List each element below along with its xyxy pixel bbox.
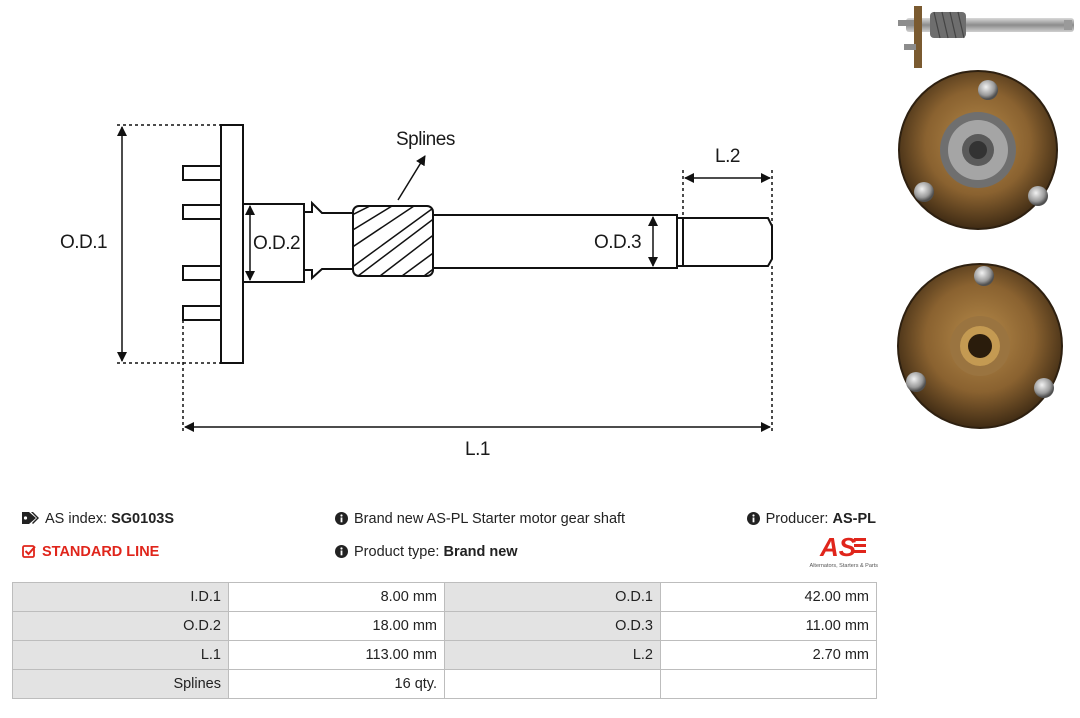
table-row: Splines 16 qty. [12, 669, 877, 699]
spec-value: 113.00 mm [228, 640, 445, 670]
tags-icon [22, 512, 39, 524]
product-description: Brand new AS-PL Starter motor gear shaft [335, 511, 625, 527]
label-splines: Splines [396, 129, 455, 150]
spec-key: O.D.1 [444, 582, 661, 612]
product-type-label: Product type: [354, 544, 440, 560]
spec-value: 18.00 mm [228, 611, 445, 641]
spec-value: 2.70 mm [660, 640, 877, 670]
standard-line-label: STANDARD LINE [42, 544, 160, 560]
spec-value: 11.00 mm [660, 611, 877, 641]
flange-back-photo [897, 263, 1063, 429]
spec-value [660, 669, 877, 699]
description-text: Brand new AS-PL Starter motor gear shaft [354, 511, 626, 527]
as-index-label: AS index: [45, 511, 108, 527]
spec-key: I.D.1 [12, 582, 229, 612]
specs-table: I.D.1 8.00 mm O.D.1 42.00 mm O.D.2 18.00… [12, 582, 877, 699]
as-index: AS index: SG0103S [22, 511, 174, 527]
spec-key: O.D.2 [12, 611, 229, 641]
product-photos [897, 6, 1074, 429]
spec-key: Splines [12, 669, 229, 699]
spec-key: O.D.3 [444, 611, 661, 641]
spec-key [444, 669, 661, 699]
info-circle-icon [746, 512, 760, 525]
shaft-side-photo [898, 6, 1074, 68]
producer-value: AS-PL [832, 511, 877, 527]
producer: Producer: AS-PL [746, 511, 877, 527]
table-row: L.1 113.00 mm L.2 2.70 mm [12, 640, 877, 670]
info-circle-icon [335, 512, 348, 525]
product-type-value: Brand new [443, 544, 518, 560]
table-row: O.D.2 18.00 mm O.D.3 11.00 mm [12, 611, 877, 641]
table-row: I.D.1 8.00 mm O.D.1 42.00 mm [12, 582, 877, 612]
producer-label: Producer: [765, 511, 829, 527]
label-od3: O.D.3 [594, 232, 641, 253]
check-square-icon [22, 545, 36, 558]
product-type: Product type: Brand new [335, 544, 518, 560]
label-l1: L.1 [465, 439, 490, 460]
label-od2: O.D.2 [253, 233, 300, 254]
spec-key: L.1 [12, 640, 229, 670]
spec-value: 42.00 mm [660, 582, 877, 612]
svg-text:Alternators, Starters & Parts: Alternators, Starters & Parts [810, 563, 879, 569]
spec-value: 8.00 mm [228, 582, 445, 612]
flange-front-photo [898, 70, 1058, 230]
label-l2: L.2 [715, 146, 740, 167]
standard-line-badge: STANDARD LINE [22, 544, 159, 560]
spec-value: 16 qty. [228, 669, 445, 699]
as-index-value: SG0103S [111, 511, 174, 527]
technical-drawing: O.D.1 O.D.2 O.D.3 Splines L.1 L.2 [60, 124, 773, 460]
svg-text:AS: AS [819, 534, 857, 562]
as-pl-logo: AS Alternators, Starters & Parts [810, 534, 879, 569]
label-od1: O.D.1 [60, 232, 107, 253]
spec-key: L.2 [444, 640, 661, 670]
info-circle-icon [335, 545, 348, 558]
